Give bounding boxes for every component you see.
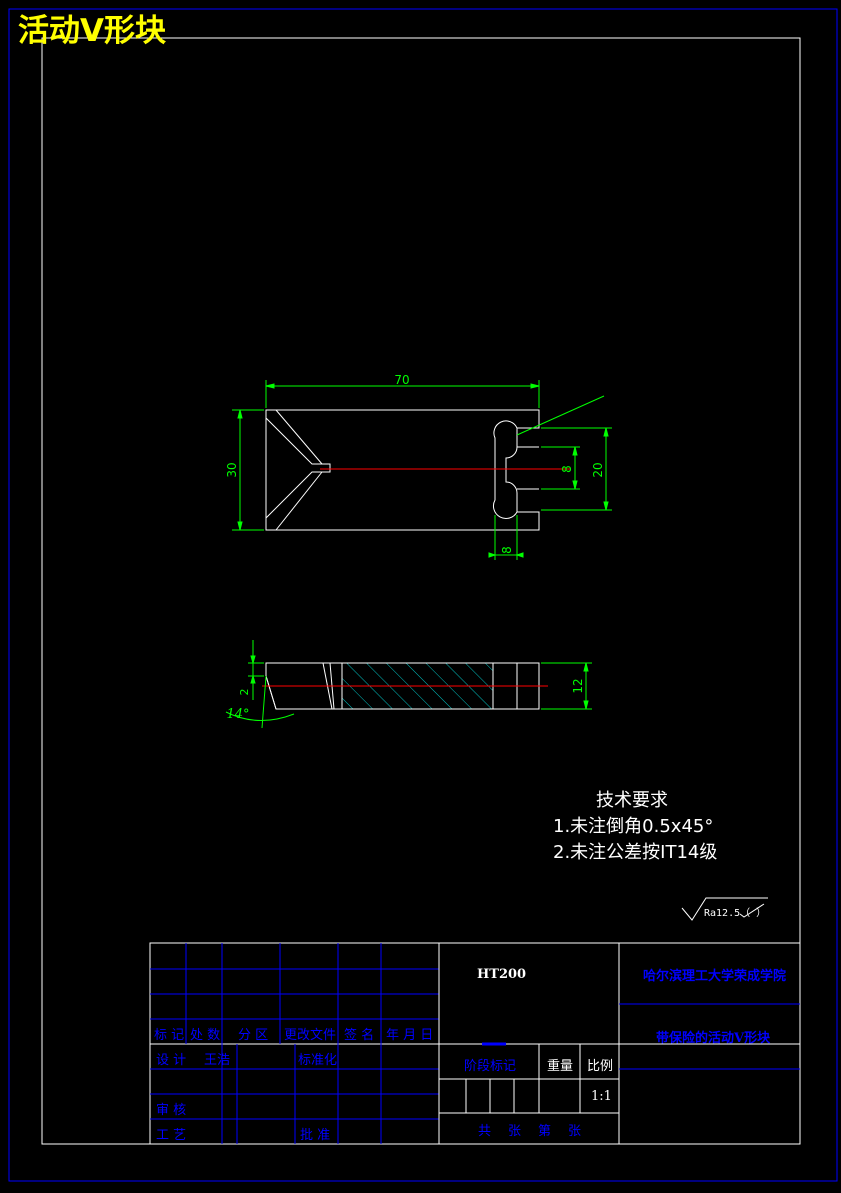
dim-length: 70 — [394, 373, 409, 387]
v-groove-chamfer-top — [275, 409, 323, 465]
label-fenqu: 分 区 — [238, 1028, 269, 1043]
label-qianming: 签 名 — [344, 1028, 375, 1043]
label-biaoji: 标 记 — [154, 1028, 185, 1043]
v-groove — [265, 410, 331, 530]
label-zhongliang: 重量 — [547, 1059, 574, 1074]
label-chushu: 处 数 — [190, 1028, 221, 1043]
dim-angle: 14° — [226, 707, 249, 722]
label-genggai: 更改文件 — [284, 1028, 337, 1043]
material: HT200 — [477, 967, 527, 982]
label-jieduan: 阶段标记 — [464, 1059, 517, 1074]
label-shenhe: 审 核 — [156, 1103, 187, 1118]
label-riqi: 年 月 日 — [386, 1028, 434, 1043]
outer-border — [8, 8, 838, 1182]
label-sheji: 设 计 — [156, 1053, 187, 1068]
top-view — [265, 409, 540, 531]
label-gong: 共 — [478, 1124, 492, 1139]
drawing-title: 活动V形块 — [18, 13, 166, 49]
part-name: 带保险的活动V形块 — [656, 1031, 771, 1046]
dim-thickness: 12 — [571, 678, 585, 693]
tech-requirements-heading: 技术要求 — [596, 790, 668, 811]
designer-name: 王浩 — [204, 1053, 231, 1068]
top-view-outline — [265, 409, 540, 531]
school-name: 哈尔滨理工大学荣成学院 — [643, 969, 787, 984]
dim-chamfer: 2 — [238, 689, 251, 696]
dim-slot-span: 20 — [591, 462, 605, 477]
label-zhang1: 张 — [508, 1124, 522, 1139]
dim-width: 30 — [225, 462, 239, 477]
roughness-label: Ra12.5（ ） — [704, 908, 767, 919]
slot-arc — [492, 420, 518, 520]
title-block-grid — [149, 942, 801, 1145]
label-bili: 比例 — [587, 1059, 614, 1074]
dim-slot-depth: 8 — [500, 546, 514, 554]
label-zhang2: 张 — [568, 1124, 582, 1139]
tech-requirement-2: 2.未注公差按IT14级 — [553, 842, 718, 863]
label-di: 第 — [538, 1124, 552, 1139]
v-groove-chamfer-bottom — [275, 471, 323, 531]
top-view-dimensions — [232, 380, 612, 560]
label-gongyi: 工 艺 — [156, 1128, 187, 1143]
scale-value: 1:1 — [591, 1089, 612, 1104]
tech-requirement-1: 1.未注倒角0.5x45° — [553, 816, 714, 837]
label-pizhun: 批 准 — [300, 1128, 331, 1143]
front-view-dimensions — [225, 640, 592, 729]
roughness-symbol — [681, 897, 768, 921]
label-biaozhunhua: 标准化 — [298, 1053, 338, 1068]
dim-slot-width: 8 — [560, 465, 574, 473]
roughness-mark — [739, 903, 765, 918]
